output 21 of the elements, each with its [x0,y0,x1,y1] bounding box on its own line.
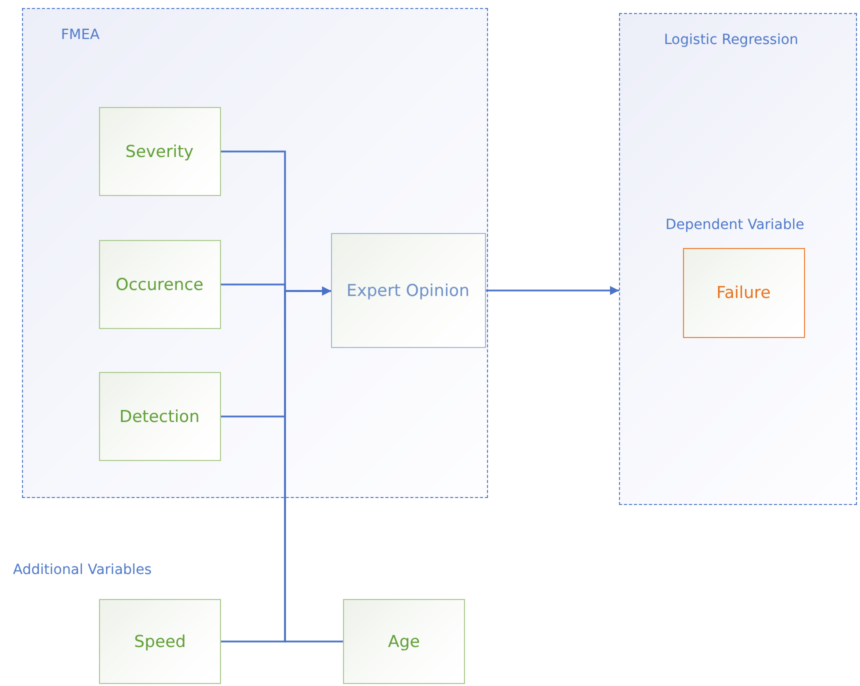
connector-arrow [284,286,343,642]
dashed-group-box [22,8,488,498]
box-label: Expert Opinion [346,280,470,300]
connector-arrow [486,286,619,295]
process-box [343,599,465,684]
box-label: Age [388,632,420,651]
process-box [98,372,220,460]
process-box [99,599,221,684]
box-label: Detection [119,406,200,426]
process-box [330,232,486,348]
process-box [98,106,220,196]
section-label: Additional Variables [13,562,152,578]
node-caption: Dependent Variable [666,216,804,232]
process-box [98,240,220,328]
group-title: FMEA [61,27,100,43]
box-label: Failure [716,283,771,302]
box-label: Occurence [116,274,204,294]
box-label: Speed [134,632,186,651]
group-title: Logistic Regression [664,32,798,48]
dashed-group-box [619,13,857,505]
box-label: Severity [125,142,194,160]
